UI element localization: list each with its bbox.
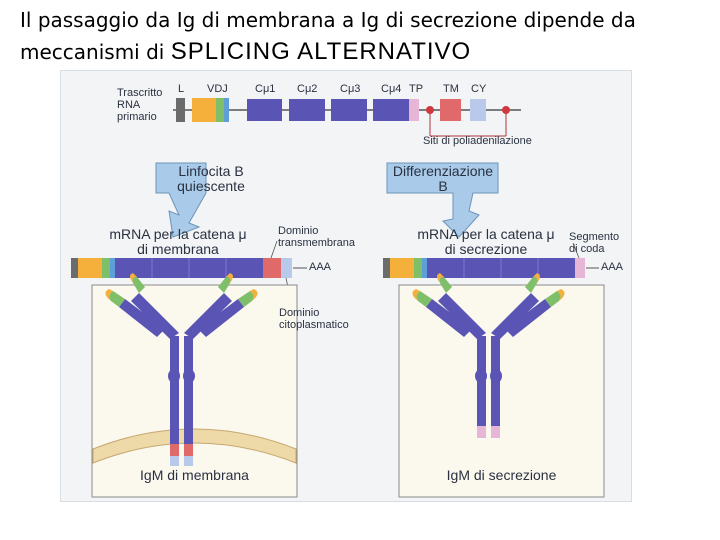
resting-b-cell-label-line-1: Linfocita B: [178, 163, 244, 179]
polyadenylation-sites-label: Siti di poliadenilazione: [423, 135, 532, 147]
secretory-mrna-label-line-1: mRNA per la catena μ: [417, 226, 555, 242]
diagram-graphics: [71, 98, 605, 498]
transmembrane-domain-label-line-1: Dominio: [278, 225, 319, 237]
membrane-mrna-label-line-2: di membrana: [137, 241, 219, 257]
transmembrane-domain-label: Dominio transmembrana: [278, 225, 355, 249]
slide-title-line-1: Il passaggio da Ig di membrana a Ig di s…: [20, 8, 636, 32]
b-differentiation-label-line-2: B: [438, 178, 448, 194]
exon-vdj-orange: [192, 98, 216, 122]
secretory-mrna-label: mRNA per la catena μ di secrezione: [401, 227, 571, 257]
secretory-mrna-label-line-2: di secrezione: [444, 241, 528, 257]
left-mrna-vdj-orange: [78, 258, 102, 278]
primary-transcript-label-line-1: Trascritto: [117, 87, 163, 99]
membrane-mrna-label-line-1: mRNA per la catena μ: [109, 226, 247, 242]
exon-label-l: L: [178, 83, 185, 95]
left-mrna-leader: [71, 258, 78, 278]
resting-b-cell-label-line-2: quiescente: [177, 178, 245, 194]
transmembrane-domain-label-line-2: transmembrana: [278, 237, 356, 249]
exon-label-vdj: VDJ: [207, 83, 228, 95]
left-panel: [91, 284, 298, 498]
right-mrna-vdj-blue: [422, 258, 427, 278]
right-mrna-tail: [575, 258, 585, 278]
left-arrow-shape: [155, 162, 207, 238]
exon-vdj-blue: [224, 98, 229, 122]
exon-l: [176, 98, 185, 122]
exon-cmu3: [331, 99, 367, 121]
secreted-igm: [412, 273, 565, 438]
title-emphasis: SPLICING ALTERNATIVO: [170, 38, 472, 65]
left-mrna-vdj-green: [102, 258, 110, 278]
exon-vdj-green: [216, 98, 224, 122]
right-mrna-vdj-orange: [390, 258, 414, 278]
polya-site-1: [426, 106, 434, 114]
exon-label-cmu4: Cμ4: [381, 83, 402, 95]
tail-segment-label: Segmento di coda: [569, 231, 619, 255]
right-mrna-leader: [383, 258, 390, 278]
polya-site-2: [502, 106, 510, 114]
primary-transcript-label: Trascritto RNA primario: [117, 87, 162, 123]
b-differentiation-label: Differenziazione B: [389, 164, 497, 194]
exon-label-cy: CY: [471, 83, 487, 95]
slide-title-line-2: meccanismi di SPLICING ALTERNATIVO: [20, 38, 710, 66]
tail-segment-label-line-2: di coda: [569, 243, 605, 255]
exon-tp: [409, 99, 419, 121]
membrane-polya-tail: AAA: [309, 261, 332, 273]
secreted-igm-caption: IgM di secrezione: [446, 467, 557, 483]
exon-cmu4: [373, 99, 409, 121]
cytoplasmic-domain-label: Dominio citoplasmatico: [279, 307, 349, 331]
right-panel: [398, 284, 605, 498]
right-arrow-shape: [386, 162, 499, 238]
tail-segment-label-line-1: Segmento: [569, 231, 620, 243]
cell-membrane: [92, 428, 297, 464]
b-differentiation-label-line-1: Differenziazione: [392, 163, 494, 179]
exon-cy: [470, 99, 486, 121]
left-mrna-cy: [281, 258, 292, 278]
right-mrna-vdj-green: [414, 258, 422, 278]
primary-transcript-label-line-3: primario: [117, 111, 157, 123]
exon-cmu2: [289, 99, 325, 121]
splicing-figure: Trascritto RNA primario L VDJ Cμ1 Cμ2 Cμ…: [60, 70, 632, 502]
exon-label-cmu1: Cμ1: [255, 83, 276, 95]
cytoplasmic-domain-label-line-2: citoplasmatico: [279, 319, 349, 331]
exon-tm: [440, 99, 461, 121]
left-mrna-tm: [263, 258, 281, 278]
secretory-polya-tail: AAA: [601, 261, 624, 273]
exon-label-tm: TM: [443, 83, 459, 95]
exon-cmu1: [247, 99, 282, 121]
exon-label-cmu2: Cμ2: [297, 83, 318, 95]
primary-transcript-label-line-2: RNA: [117, 99, 141, 111]
membrane-mrna-label: mRNA per la catena μ di membrana: [93, 227, 263, 257]
left-mrna-vdj-blue: [110, 258, 115, 278]
resting-b-cell-label: Linfocita B quiescente: [159, 164, 263, 194]
exon-label-cmu3: Cμ3: [340, 83, 361, 95]
membrane-igm-caption: IgM di membrana: [140, 467, 249, 483]
cytoplasmic-domain-label-line-1: Dominio: [279, 307, 320, 319]
membrane-igm: [105, 273, 258, 466]
exon-label-tp: TP: [409, 83, 424, 95]
title-prefix: meccanismi di: [20, 40, 165, 64]
